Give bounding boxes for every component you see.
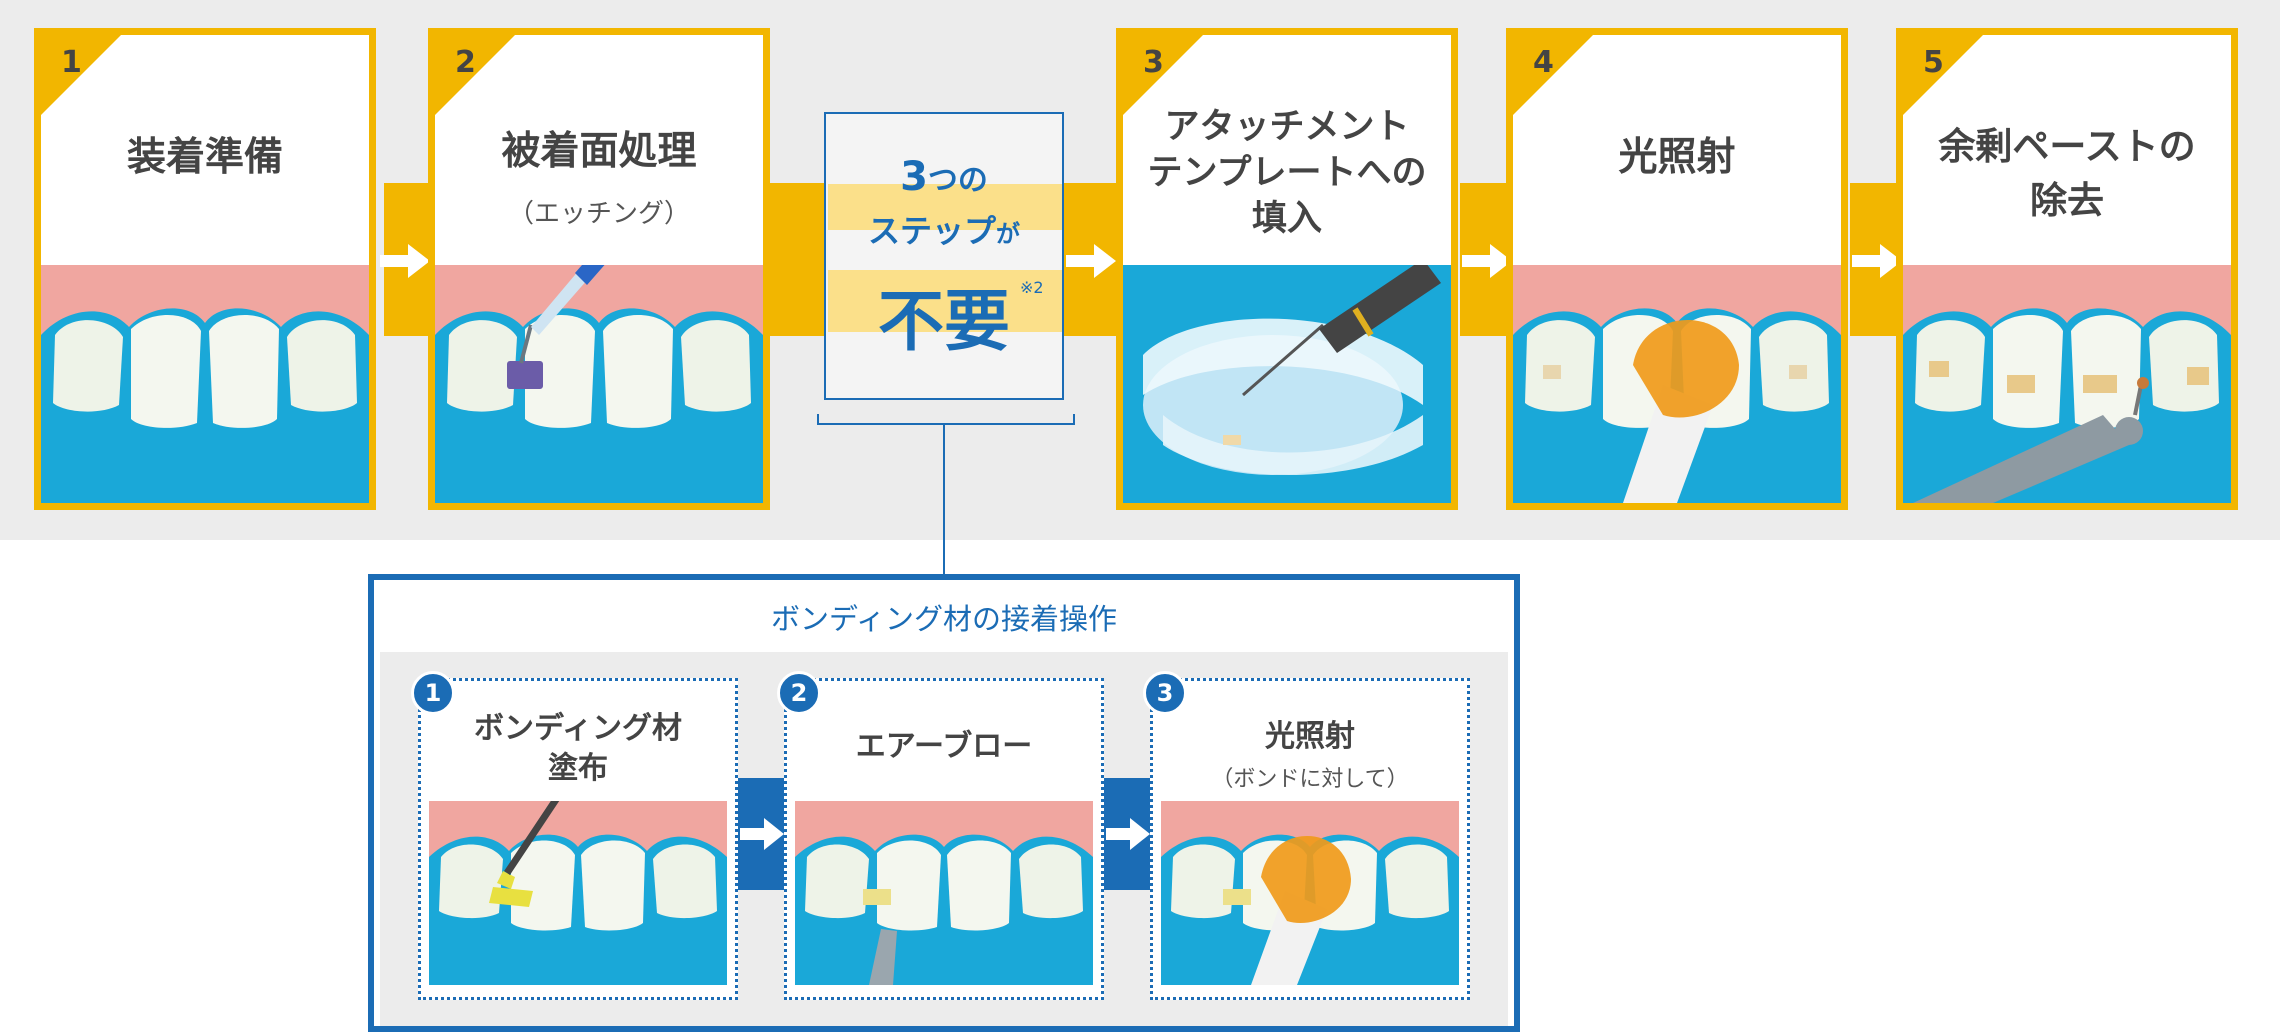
step-number-corner — [435, 35, 515, 115]
arrow-icon — [380, 244, 430, 278]
step-title: 光照射 — [1618, 135, 1736, 180]
step-number: 2 — [455, 45, 476, 80]
bracket-connector — [817, 414, 1075, 574]
arrow-icon — [1106, 818, 1150, 850]
three-steps-unnecessary-box: 3つの ステップが 不要 ※2 — [824, 112, 1064, 400]
attachment-template-illustration — [1123, 265, 1451, 503]
step-subtitle: （エッチング） — [507, 199, 690, 229]
step-number: 5 — [1923, 45, 1944, 80]
step-number: 3 — [1143, 45, 1164, 80]
footnote-mark: ※2 — [1020, 278, 1044, 297]
skip-count-suffix: つの — [927, 163, 988, 198]
step-card-5: 5 余剰ペーストの 除去 — [1896, 28, 2238, 510]
step-card-1: 1 装着準備 — [34, 28, 376, 510]
teeth-illustration — [41, 265, 369, 503]
bonding-step-card-1: 1 ボンディング材 塗布 — [411, 671, 738, 1000]
step-number: 4 — [1533, 45, 1554, 80]
step-title: 装着準備 — [126, 135, 283, 180]
step-title-line-2: 除去 — [2030, 179, 2104, 222]
step-number-corner — [1123, 35, 1203, 115]
bonding-step-card-3: 3 光照射 （ボンドに対して） — [1143, 671, 1470, 1000]
bond-light-curing-illustration — [1161, 801, 1459, 985]
step-card-3: 3 アタッチメント テンプレートへの 填入 — [1116, 28, 1458, 510]
air-blow-illustration — [795, 801, 1093, 985]
step-number-corner — [1513, 35, 1593, 115]
bonding-step-number: 2 — [777, 671, 821, 715]
bonding-step-card-2: 2 エアーブロー — [777, 671, 1104, 1000]
bonding-step-number: 1 — [411, 671, 455, 715]
step-title: 被着面処理 — [501, 129, 697, 174]
bonding-step-title: エアーブロー — [855, 729, 1033, 764]
step-title-line-1: アタッチメント — [1164, 107, 1410, 147]
step-title-line-1: 余剰ペーストの — [1938, 125, 2196, 168]
step-number-corner — [1903, 35, 1983, 115]
light-curing-illustration — [1513, 265, 1841, 503]
step-title-line-3: 填入 — [1251, 199, 1322, 239]
skip-count: 3 — [900, 154, 928, 200]
arrow-icon — [740, 818, 784, 850]
bonding-step-title: 光照射 — [1265, 719, 1355, 754]
bonding-panel-title: ボンディング材の接着操作 — [771, 602, 1117, 636]
skip-steps-suffix: が — [996, 220, 1020, 248]
bonding-step-title-line-2: 塗布 — [548, 751, 608, 786]
step-number-corner — [41, 35, 121, 115]
bonding-step-subtitle: （ボンドに対して） — [1211, 767, 1409, 792]
step-card-2: 2 被着面処理 （エッチング） — [428, 28, 770, 510]
bonding-application-illustration — [429, 801, 727, 985]
skip-main-label: 不要 — [878, 283, 1010, 360]
bonding-step-title-line-1: ボンディング材 — [474, 711, 682, 746]
arrow-icon — [1462, 244, 1512, 278]
connector-2-skip — [770, 183, 824, 336]
step-card-4: 4 光照射 — [1506, 28, 1848, 510]
step-number: 1 — [61, 45, 82, 80]
etching-illustration — [435, 265, 763, 503]
skip-steps-label: ステップ — [867, 212, 996, 250]
bonding-step-number: 3 — [1143, 671, 1187, 715]
arrow-icon — [1852, 244, 1902, 278]
step-title-line-2: テンプレートへの — [1147, 153, 1427, 193]
excess-paste-removal-illustration — [1903, 265, 2231, 503]
arrow-icon — [1066, 244, 1116, 278]
